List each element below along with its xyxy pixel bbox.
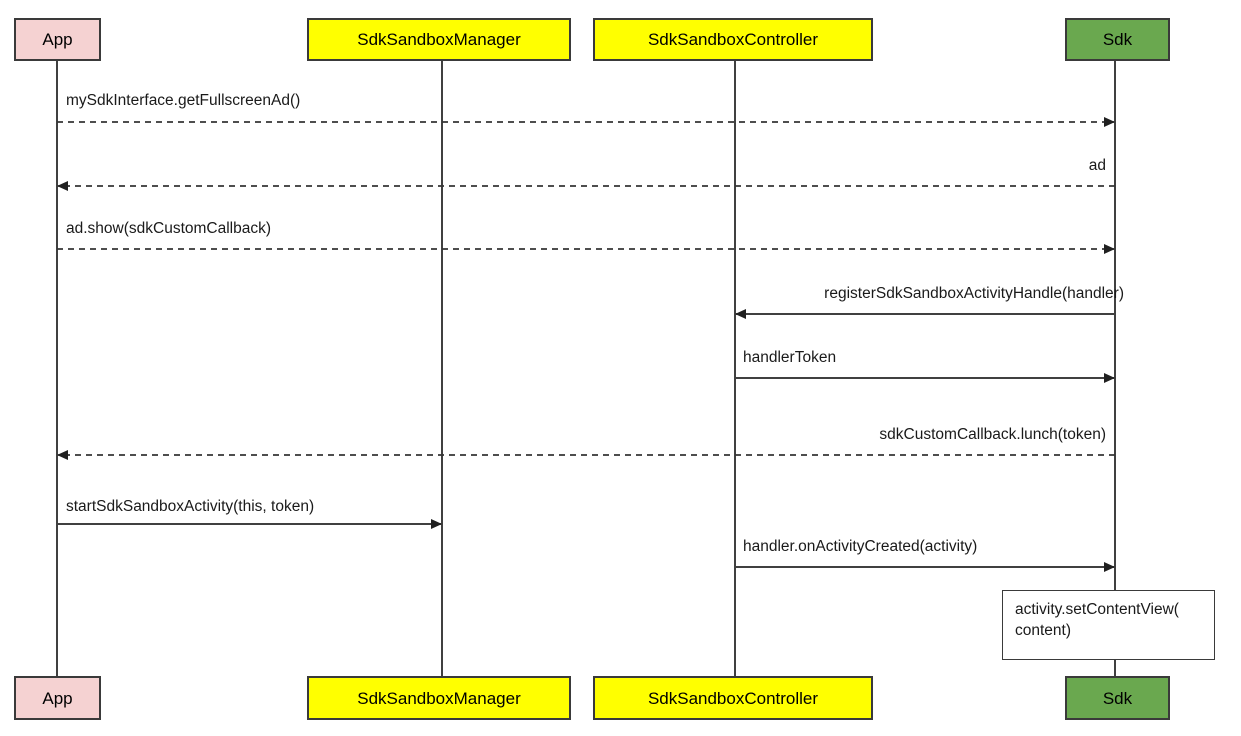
message-label-m5: handlerToken — [743, 349, 837, 366]
participant-sdk-top[interactable]: Sdk — [1065, 18, 1170, 61]
participant-label: App — [42, 688, 73, 708]
message-label-m3: ad.show(sdkCustomCallback) — [66, 220, 272, 237]
note-note-set-content-view: activity.setContentView( content) — [1002, 590, 1215, 660]
message-label-m8: handler.onActivityCreated(activity) — [743, 538, 978, 555]
lifelines-group — [56, 61, 1116, 676]
message-label-m1: mySdkInterface.getFullscreenAd() — [66, 92, 301, 109]
note-line-2: content) — [1015, 621, 1072, 639]
participant-label: App — [42, 30, 73, 49]
message-label-m7: startSdkSandboxActivity(this, token) — [66, 498, 315, 515]
messages-group — [57, 117, 1115, 572]
participant-label: Sdk — [1102, 30, 1133, 49]
participant-sdk-bottom[interactable]: Sdk — [1065, 676, 1170, 720]
participant-sdk-sandbox-controller-top[interactable]: SdkSandboxController — [593, 18, 873, 61]
message-label-m2: ad — [1088, 157, 1106, 174]
participant-sdk-sandbox-manager-top[interactable]: SdkSandboxManager — [307, 18, 571, 61]
participant-label: SdkSandboxController — [647, 30, 819, 49]
participant-app-top[interactable]: App — [14, 18, 101, 61]
message-label-m6: sdkCustomCallback.lunch(token) — [879, 426, 1106, 443]
participant-sdk-sandbox-controller-bottom[interactable]: SdkSandboxController — [593, 676, 873, 720]
participant-label: SdkSandboxManager — [357, 30, 521, 49]
participant-label: SdkSandboxManager — [357, 688, 521, 708]
participant-sdk-sandbox-manager-bottom[interactable]: SdkSandboxManager — [307, 676, 571, 720]
message-label-m4: registerSdkSandboxActivityHandle(handler… — [824, 285, 1124, 302]
participant-label: Sdk — [1102, 688, 1133, 708]
participant-app-bottom[interactable]: App — [14, 676, 101, 720]
participant-label: SdkSandboxController — [647, 688, 819, 708]
note-line-1: activity.setContentView( — [1015, 601, 1179, 618]
